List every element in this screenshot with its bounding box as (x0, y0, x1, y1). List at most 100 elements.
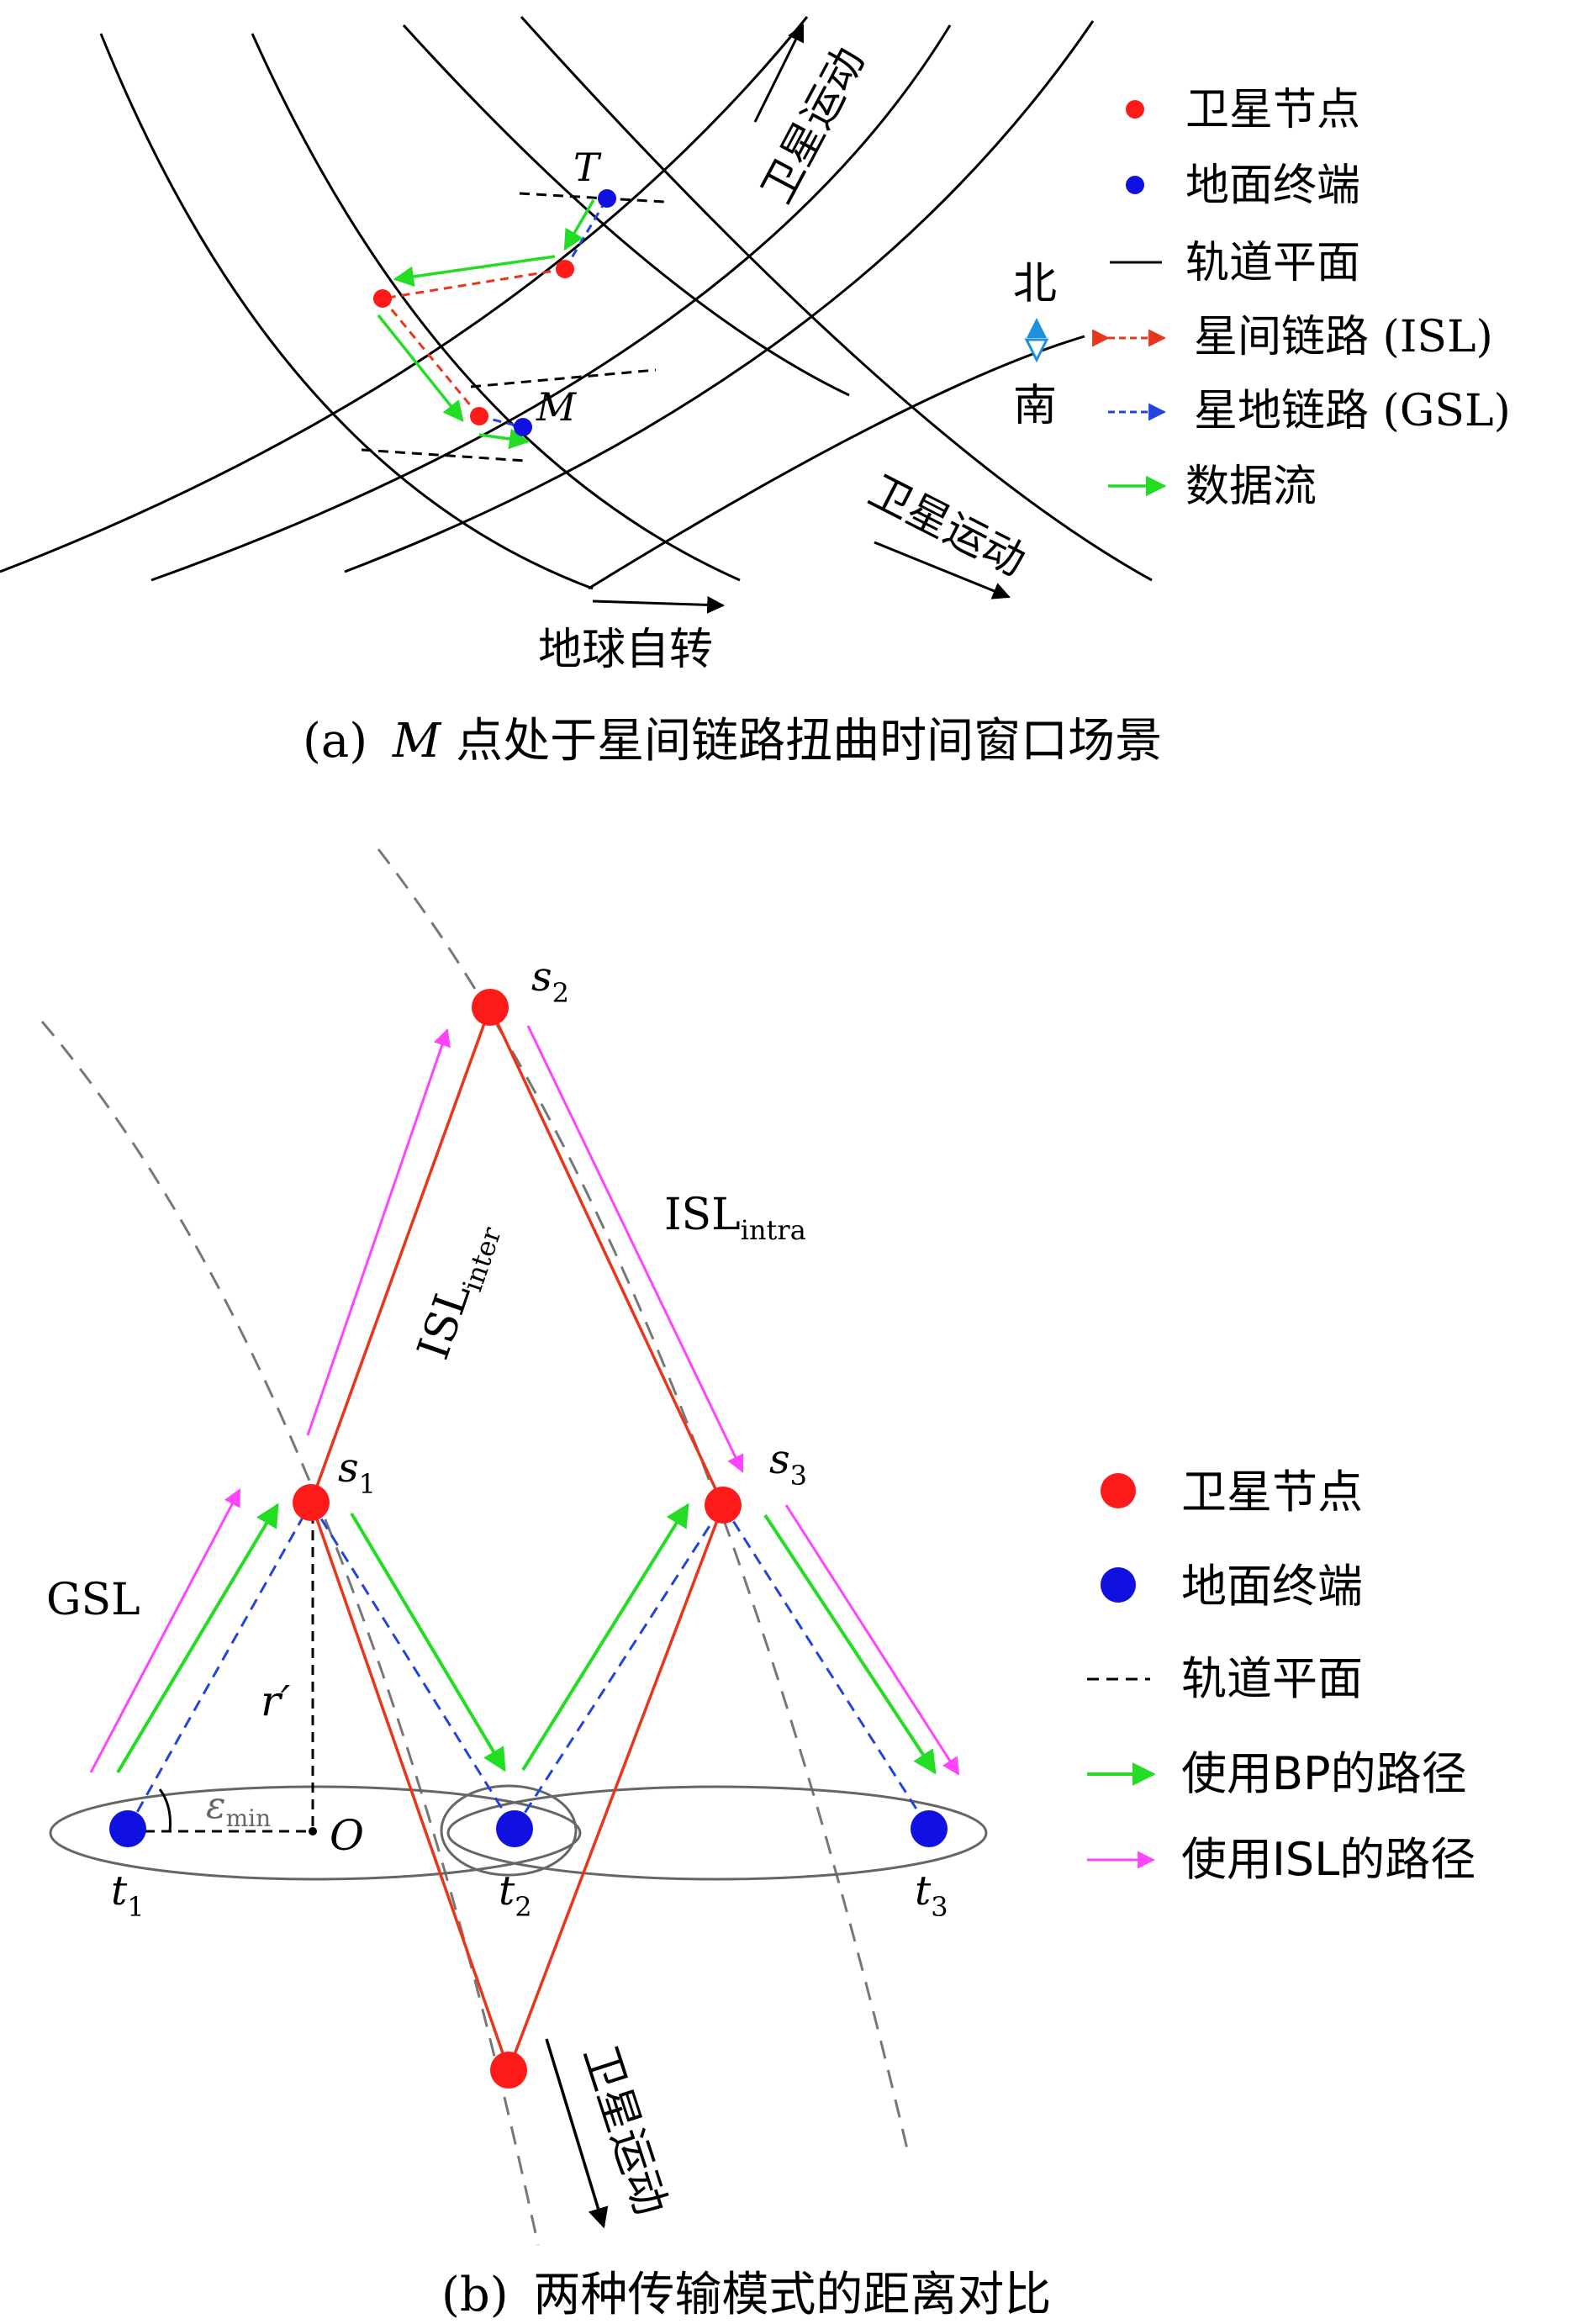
motion-label-top: 卫星运动 (752, 40, 874, 211)
orbit-curve (520, 15, 1153, 582)
gsl-dashed-links (126, 1502, 931, 1830)
legend-item: 轨道平面 (1185, 238, 1360, 288)
isl-path-arrows (89, 1025, 960, 1776)
orbit-curve (251, 33, 741, 582)
terminal-t3 (911, 1810, 948, 1847)
label-s2: s2 (531, 953, 569, 1009)
terminal-t2 (496, 1810, 533, 1847)
legend-satellite-icon (1101, 1473, 1136, 1508)
gsl-link (309, 1502, 516, 1830)
motion-arrow-b (545, 2038, 609, 2229)
satellite-node (373, 289, 392, 308)
label-T: T (573, 145, 602, 190)
isl-path-arrow (784, 1504, 960, 1776)
gsl-link (721, 1504, 931, 1830)
orbit-curve (344, 20, 1095, 573)
label-s3: s3 (769, 1436, 807, 1492)
label-t2: t2 (499, 1867, 532, 1923)
isl-link (309, 1502, 510, 2071)
caption-a-var: M (392, 714, 442, 769)
panel-a: T M 卫星运动 卫星运动 地球自转 北 南 卫星节点 地面终端 轨道平面 星间… (0, 15, 1511, 769)
earth-rotation-label: 地球自转 (538, 625, 713, 675)
satellite-node (556, 260, 574, 278)
caption-a-prefix: (a) (303, 714, 367, 769)
isl-link (507, 1504, 725, 2071)
isl-links (381, 267, 566, 417)
data-flow-arrow (393, 255, 556, 288)
isl-path-arrow (89, 1488, 241, 1773)
legend-item: 卫星节点 (1185, 85, 1360, 135)
caption-b-prefix: (b) (441, 2268, 509, 2322)
dashed-link (470, 368, 657, 388)
isl-path-arrow (526, 1025, 744, 1473)
data-flow-arrow (377, 314, 464, 422)
legend-terminal-icon (1126, 176, 1144, 194)
north-south-icon (1024, 318, 1049, 363)
orbit-curves-descending (99, 15, 1153, 590)
orbit-planes (40, 848, 910, 2246)
isl-solid-links (309, 1006, 725, 2071)
legend-item: 星间链路 (ISL) (1194, 312, 1493, 362)
isl-inter-link (309, 1006, 492, 1503)
bp-arrow (763, 1513, 937, 1775)
label-M: M (536, 384, 578, 430)
dashed-link (361, 448, 526, 462)
legend-item: 地面终端 (1185, 161, 1360, 211)
coverage-ellipse (49, 1785, 582, 1881)
legend-terminal-icon (1101, 1567, 1136, 1603)
isl-link (381, 298, 481, 417)
bp-arrow (521, 1503, 689, 1772)
legend-item: 星地链路 (GSL) (1194, 386, 1511, 436)
orbit-curve (0, 16, 809, 573)
label-s1: s1 (338, 1445, 376, 1500)
terminal-M (514, 418, 532, 436)
label-isl-inter: ISLinter (409, 1215, 508, 1368)
label-t1: t1 (111, 1867, 145, 1923)
isl-path-arrow (306, 1028, 451, 1436)
gsl-link (126, 1502, 313, 1830)
caption-a: (a) M 点处于星间链路扭曲时间窗口场景 (303, 714, 1162, 769)
origin-dot (309, 1827, 317, 1835)
legend-a: 卫星节点 地面终端 轨道平面 星间链路 (ISL) 星地链路 (GSL) 数据流 (1092, 85, 1511, 512)
satellite-node-s1 (293, 1484, 330, 1521)
coverage-ellipses (49, 1784, 988, 1881)
legend-item: 使用ISL的路径 (1181, 1833, 1476, 1886)
motion-label-b: 卫星运动 (574, 2039, 676, 2221)
terminal-T (598, 189, 616, 208)
north-label: 北 (1013, 259, 1057, 309)
bp-path-arrows (116, 1503, 937, 1775)
coverage-ellipse (440, 1784, 578, 1877)
gsl-link (513, 1504, 725, 1830)
satellite-node-bottom (490, 2052, 527, 2089)
terminal-t1 (109, 1810, 146, 1847)
motion-arrow-top (753, 24, 805, 123)
orbit-curves-ascending (0, 16, 1095, 590)
legend-item: 卫星节点 (1181, 1466, 1363, 1519)
motion-arrow-right (874, 541, 1011, 599)
legend-item: 轨道平面 (1181, 1652, 1363, 1705)
caption-b-text: 两种传输模式的距离对比 (533, 2268, 1051, 2322)
legend-b: 卫星节点 地面终端 轨道平面 使用BP的路径 使用ISL的路径 (1087, 1466, 1476, 1886)
caption-b: (b) 两种传输模式的距离对比 (441, 2268, 1051, 2322)
orbit-curve (402, 24, 850, 397)
label-t3: t3 (915, 1867, 948, 1923)
label-origin: O (330, 1811, 364, 1860)
dashed-link (519, 192, 665, 203)
coverage-ellipse (446, 1785, 988, 1881)
south-label: 南 (1013, 381, 1057, 431)
satellite-node-s3 (705, 1487, 742, 1524)
bp-arrow (116, 1503, 279, 1774)
data-flow-arrow (478, 428, 531, 450)
legend-item: 数据流 (1185, 462, 1317, 512)
data-flow-arrows (377, 199, 595, 450)
satellite-node-s2 (472, 989, 509, 1026)
bp-arrow (350, 1512, 506, 1772)
legend-item: 地面终端 (1181, 1560, 1363, 1613)
satellite-node (470, 407, 488, 425)
epsilon-arc (158, 1788, 172, 1832)
label-gsl: GSL (46, 1575, 140, 1625)
earth-rotation-arrow (592, 595, 726, 614)
label-isl-intra: ISLintra (664, 1190, 806, 1246)
panel-b: s2 s1 s3 t1 t2 t3 ISLinter ISLintra GSL … (40, 848, 1476, 2322)
